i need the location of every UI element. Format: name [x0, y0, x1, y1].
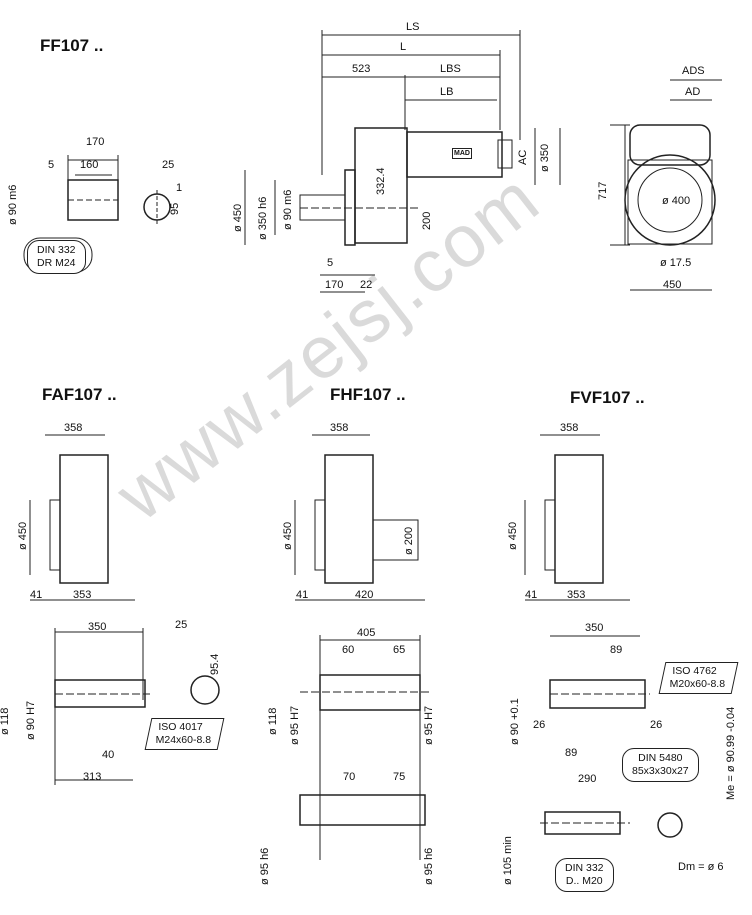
- dim-75: 75: [393, 771, 406, 783]
- dim-d350h6: ø 350 h6: [257, 196, 269, 240]
- dim-d118: ø 118: [0, 707, 11, 735]
- dim-d450: ø 450: [282, 521, 294, 550]
- dim-d200: ø 200: [403, 526, 415, 555]
- dim-shaft-25: 25: [162, 159, 175, 171]
- dim-d118: ø 118: [267, 707, 279, 735]
- dim-Dm: Dm = ø 6: [678, 861, 724, 873]
- dim-60: 60: [342, 644, 355, 656]
- dim-d17-5: ø 17.5: [660, 257, 692, 269]
- title-ff107: FF107 ..: [40, 36, 104, 55]
- dim-25: 25: [175, 619, 188, 631]
- dim-358: 358: [330, 422, 349, 434]
- title-fvf107: FVF107 ..: [570, 388, 645, 407]
- dim-d450: ø 450: [507, 521, 519, 550]
- dim-353: 353: [73, 589, 92, 601]
- dim-LB: LB: [440, 86, 454, 98]
- dim-Me: Me = ø 90.99 -0.04: [725, 706, 737, 800]
- dim-350: 350: [88, 621, 107, 633]
- dim-89-bottom: 89: [565, 747, 578, 759]
- dim-717: 717: [597, 181, 609, 200]
- dim-40: 40: [102, 749, 115, 761]
- dim-shaft-160: 160: [80, 159, 99, 171]
- dim-LBS: LBS: [440, 63, 461, 75]
- dim-290: 290: [578, 773, 597, 785]
- dim-d400: ø 400: [662, 195, 691, 207]
- dim-d95H7-left: ø 95 H7: [289, 705, 301, 745]
- dim-41: 41: [30, 589, 43, 601]
- dim-shaft-1: 1: [176, 182, 183, 194]
- dim-26-left: 26: [533, 719, 546, 731]
- dim-d95H7-right: ø 95 H7: [423, 705, 435, 745]
- fvf-hollow-shaft: [540, 635, 683, 838]
- dim-d450: ø 450: [232, 203, 244, 232]
- ff-shaft-detail: [23, 155, 171, 273]
- dim-d105min: ø 105 min: [502, 836, 514, 885]
- dim-ADS: ADS: [682, 65, 705, 77]
- dim-d95h6-right: ø 95 h6: [423, 847, 435, 885]
- fvf-housing: [524, 434, 630, 601]
- dim-523: 523: [352, 63, 371, 75]
- dim-AC: AC: [517, 149, 529, 165]
- dim-313: 313: [83, 771, 102, 783]
- dim-shaft-5: 5: [48, 159, 55, 171]
- motor-logo: MAD: [452, 148, 472, 159]
- dim-405: 405: [357, 627, 376, 639]
- fhf-hollow-shaft: [299, 635, 430, 860]
- dim-d350: ø 350: [539, 143, 551, 172]
- dim-41: 41: [525, 589, 538, 601]
- dim-5: 5: [327, 257, 334, 269]
- dim-350: 350: [585, 622, 604, 634]
- dim-shaft-d90m6: ø 90 m6: [7, 184, 19, 225]
- dim-358: 358: [560, 422, 579, 434]
- dim-d95h6-left: ø 95 h6: [259, 847, 271, 885]
- dim-41: 41: [296, 589, 309, 601]
- dim-358: 358: [64, 422, 83, 434]
- ff-side-view: [244, 30, 561, 293]
- dim-26-right: 26: [650, 719, 663, 731]
- dim-353: 353: [567, 589, 586, 601]
- dim-d450: ø 450: [17, 521, 29, 550]
- dim-shaft-170: 170: [86, 136, 105, 148]
- dim-70: 70: [343, 771, 356, 783]
- dim-L: L: [400, 41, 407, 53]
- title-faf107: FAF107 ..: [42, 385, 117, 404]
- title-fhf107: FHF107 ..: [330, 385, 406, 404]
- dim-shaft-95: 95: [169, 202, 181, 215]
- faf-housing: [29, 434, 135, 601]
- dim-332-4: 332.4: [375, 167, 387, 195]
- dim-d90-tol: ø 90 +0.1: [509, 698, 521, 745]
- dim-d90m6: ø 90 m6: [282, 189, 294, 230]
- fhf-housing: [294, 434, 425, 601]
- dim-AD: AD: [685, 86, 701, 98]
- dim-65: 65: [393, 644, 406, 656]
- dim-420: 420: [355, 589, 374, 601]
- dim-89-top: 89: [610, 644, 623, 656]
- faf-hollow-shaft: [54, 628, 220, 785]
- dim-LS: LS: [406, 21, 420, 33]
- dim-170: 170: [325, 279, 344, 291]
- dim-95-4: 95.4: [209, 653, 221, 675]
- dim-200: 200: [421, 211, 433, 230]
- dim-22: 22: [360, 279, 373, 291]
- dim-450: 450: [663, 279, 682, 291]
- ff-end-view: [610, 79, 722, 291]
- dim-d90H7: ø 90 H7: [25, 700, 37, 740]
